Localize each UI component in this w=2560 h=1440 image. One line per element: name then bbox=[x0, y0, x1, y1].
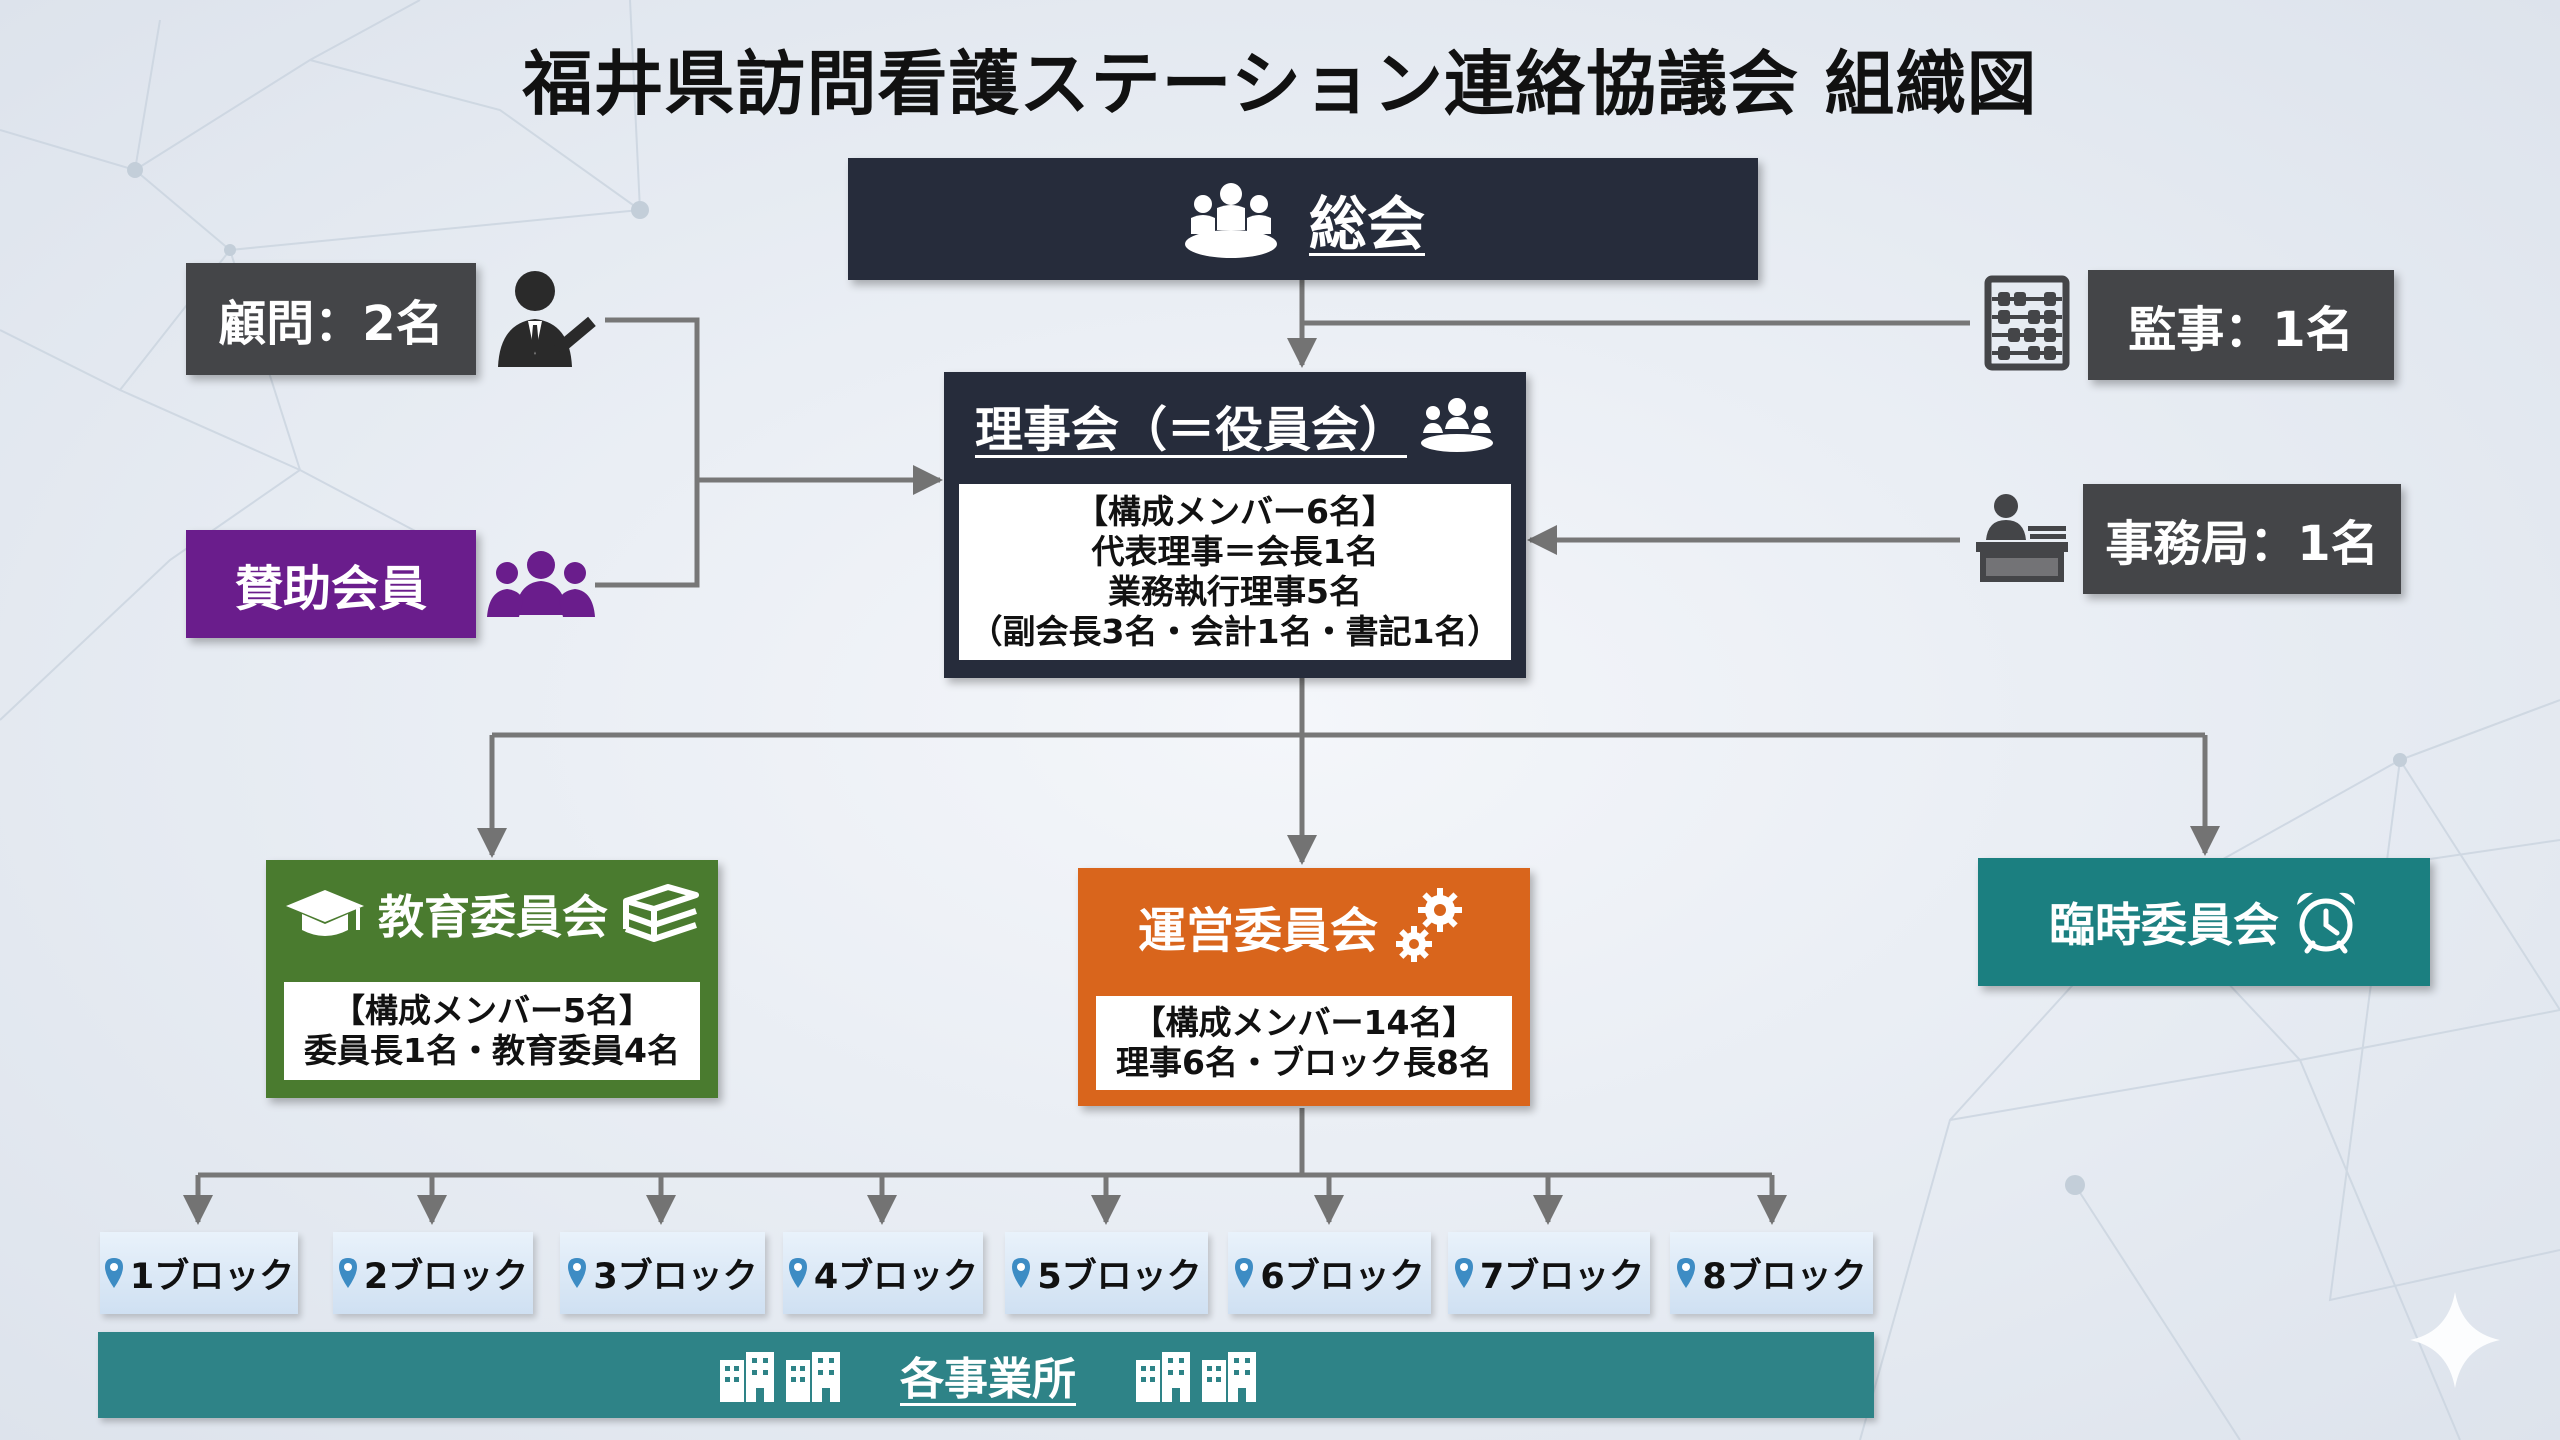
offices-label: 各事業所 bbox=[900, 1354, 1076, 1405]
map-pin-icon bbox=[338, 1258, 357, 1288]
block-8: 8ブロック bbox=[1670, 1232, 1873, 1314]
block-label: 8ブロック bbox=[1702, 1256, 1867, 1297]
buildings-icon bbox=[1136, 1352, 1190, 1402]
block-3: 3ブロック bbox=[560, 1232, 765, 1314]
block-label: 2ブロック bbox=[363, 1256, 529, 1297]
node-kyouiku-label: 教育委員会 bbox=[378, 890, 608, 944]
node-sanjo: 賛助会員 bbox=[186, 530, 476, 638]
offices-bar: 各事業所 bbox=[98, 1332, 1874, 1418]
node-rinji-label: 臨時委員会 bbox=[2049, 898, 2279, 952]
map-pin-icon bbox=[104, 1258, 123, 1288]
node-kanji: 監事：1名 bbox=[2088, 270, 2394, 380]
desk-worker-icon bbox=[1976, 494, 2068, 582]
block-label: 5ブロック bbox=[1037, 1256, 1202, 1297]
block-label: 4ブロック bbox=[813, 1256, 979, 1297]
abacus-icon bbox=[1984, 275, 2070, 371]
node-komon-label: 顧問：2名 bbox=[218, 296, 444, 352]
rijikai-detail-line: 業務執行理事5名 bbox=[1108, 572, 1362, 611]
kyouiku-detail-line: 委員長1名・教育委員4名 bbox=[304, 1031, 680, 1070]
unei-detail-line: 【構成メンバー14名】 bbox=[1132, 1003, 1476, 1042]
books-icon bbox=[623, 884, 699, 942]
node-soukai: 総会 bbox=[848, 158, 1758, 280]
node-soukai-label: 総会 bbox=[1308, 190, 1425, 258]
kyouiku-detail-line: 【構成メンバー5名】 bbox=[332, 991, 652, 1030]
map-pin-icon bbox=[1012, 1258, 1031, 1288]
team-icon bbox=[1421, 398, 1493, 452]
node-unei-label: 運営委員会 bbox=[1137, 903, 1378, 959]
node-kyouiku-details: 【構成メンバー5名】 委員長1名・教育委員4名 bbox=[284, 982, 700, 1080]
buildings-icon bbox=[786, 1352, 840, 1402]
map-pin-icon bbox=[788, 1258, 807, 1288]
rijikai-detail-line: 代表理事＝会長1名 bbox=[1091, 532, 1379, 571]
block-2: 2ブロック bbox=[333, 1232, 533, 1314]
node-jimukyoku: 事務局：1名 bbox=[2083, 484, 2401, 594]
group-icon bbox=[487, 551, 595, 617]
rijikai-detail-line: （副会長3名・会計1名・書記1名） bbox=[969, 612, 1501, 651]
alarm-clock-icon bbox=[2297, 892, 2355, 954]
block-5: 5ブロック bbox=[1005, 1232, 1208, 1314]
meeting-icon bbox=[1184, 183, 1277, 258]
map-pin-icon bbox=[568, 1258, 587, 1288]
block-label: 1ブロック bbox=[129, 1256, 295, 1297]
block-label: 6ブロック bbox=[1260, 1256, 1425, 1297]
node-rinji: 臨時委員会 bbox=[1978, 858, 2430, 986]
gears-icon bbox=[1396, 888, 1462, 962]
node-rijikai: 理事会（＝役員会） 【構成メンバー6名】 代表理事＝会長1名 業務執行理事5名 … bbox=[944, 372, 1526, 678]
graduation-cap-icon bbox=[286, 890, 364, 936]
block-4: 4ブロック bbox=[783, 1232, 983, 1314]
block-7: 7ブロック bbox=[1448, 1232, 1650, 1314]
block-label: 3ブロック bbox=[593, 1256, 758, 1297]
node-sanjo-label: 賛助会員 bbox=[234, 561, 427, 617]
node-jimukyoku-label: 事務局：1名 bbox=[2105, 516, 2379, 572]
node-rijikai-details: 【構成メンバー6名】 代表理事＝会長1名 業務執行理事5名 （副会長3名・会計1… bbox=[959, 484, 1511, 660]
page-title: 福井県訪問看護ステーション連絡協議会 組織図 bbox=[522, 43, 2038, 125]
map-pin-icon bbox=[1235, 1258, 1254, 1288]
buildings-icon bbox=[720, 1352, 774, 1402]
node-komon: 顧問：2名 bbox=[186, 263, 476, 375]
sparkle-icon bbox=[2410, 1292, 2500, 1388]
unei-detail-line: 理事6名・ブロック長8名 bbox=[1116, 1043, 1492, 1082]
node-kanji-label: 監事：1名 bbox=[2128, 302, 2354, 358]
node-kyouiku: 教育委員会 【構成メンバー5名】 委員長1名・教育委員4名 bbox=[266, 860, 718, 1098]
node-unei: 運営委員会 【構成メンバー14名】 理事6名・ブロック長8名 bbox=[1078, 868, 1530, 1106]
rijikai-detail-line: 【構成メンバー6名】 bbox=[1075, 492, 1395, 531]
node-unei-details: 【構成メンバー14名】 理事6名・ブロック長8名 bbox=[1096, 996, 1512, 1090]
map-pin-icon bbox=[1677, 1258, 1696, 1288]
block-1: 1ブロック bbox=[100, 1232, 298, 1314]
block-6: 6ブロック bbox=[1228, 1232, 1431, 1314]
map-pin-icon bbox=[1454, 1258, 1473, 1288]
node-rijikai-label: 理事会（＝役員会） bbox=[974, 402, 1407, 458]
advisor-icon bbox=[498, 271, 596, 367]
buildings-icon bbox=[1202, 1352, 1256, 1402]
block-label: 7ブロック bbox=[1479, 1256, 1645, 1297]
